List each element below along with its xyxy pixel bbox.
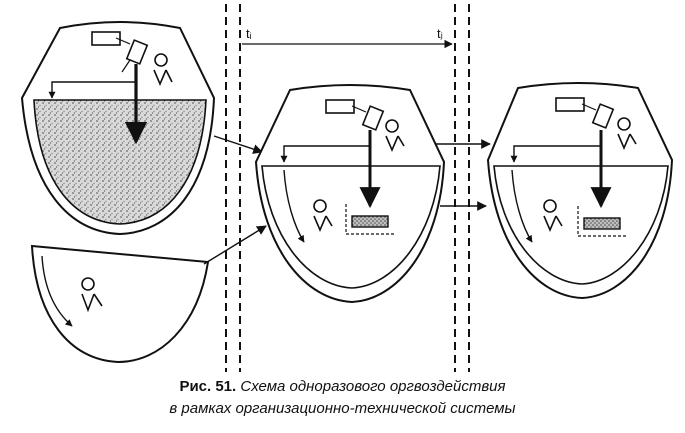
figure-title-line1: Схема одноразового оргвоздействия — [240, 378, 506, 395]
flow-arrow-upper — [213, 135, 263, 154]
time-boundary-right — [454, 4, 470, 372]
figure-caption-line2: в рамках организационно-технической сист… — [0, 400, 685, 417]
worker-figure — [81, 277, 103, 313]
result-block — [351, 215, 389, 228]
vessel-middle — [254, 84, 446, 304]
device — [125, 39, 149, 65]
operator-figure — [153, 53, 173, 87]
figure-caption-line1: Рис. 51. Схема одноразового оргвоздейств… — [0, 378, 685, 395]
vessel-final — [486, 82, 674, 300]
time-label-end: tⱼ — [437, 26, 443, 41]
time-label-start: tᵢ — [246, 26, 252, 41]
flow-arrow-lower — [203, 225, 267, 265]
control-unit — [91, 31, 121, 46]
time-boundary-left — [225, 4, 241, 372]
figure-title-line2: в рамках организационно-технической сист… — [169, 400, 516, 417]
vessel-initial — [20, 21, 216, 236]
figure-number: Рис. 51. — [179, 378, 237, 395]
vessel-subsystem — [30, 244, 210, 364]
